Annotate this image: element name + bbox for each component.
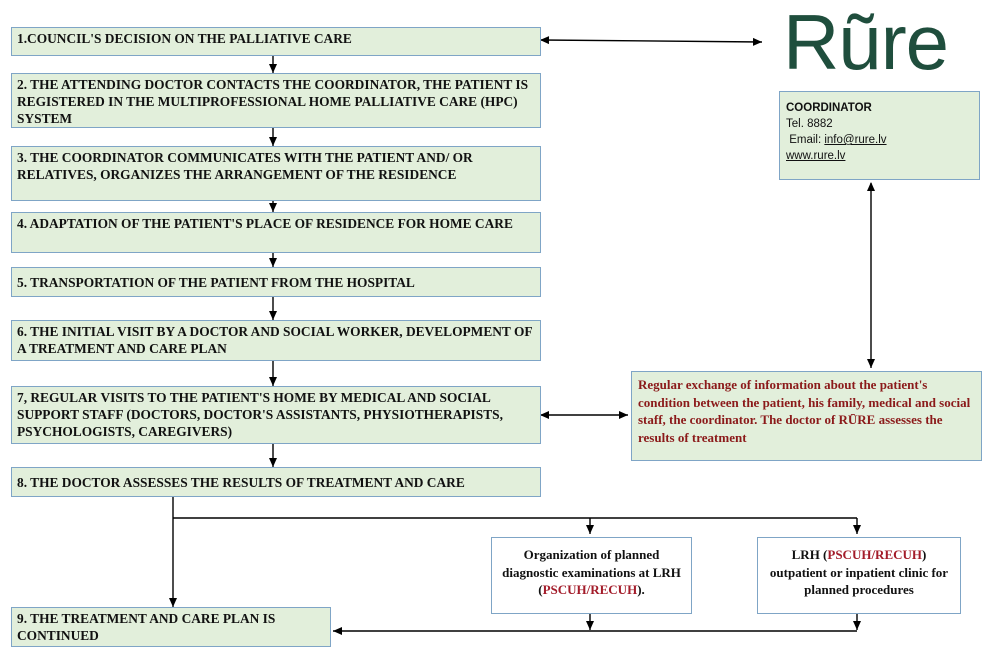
step-4-box: 4. ADAPTATION OF THE PATIENT'S PLACE OF … xyxy=(11,212,541,253)
outpatient-hospitals: PSCUH/RECUH xyxy=(827,547,923,562)
step-8-box: 8. THE DOCTOR ASSESSES THE RESULTS OF TR… xyxy=(11,467,541,497)
step-6-text: 6. THE INITIAL VISIT BY A DOCTOR AND SOC… xyxy=(17,324,533,356)
step-1-box: 1.COUNCIL'S DECISION ON THE PALLIATIVE C… xyxy=(11,27,541,56)
coordinator-email-row: Email: info@rure.lv xyxy=(786,132,973,148)
coordinator-tel: Tel. 8882 xyxy=(786,118,833,130)
step-3-box: 3. THE COORDINATOR COMMUNICATES WITH THE… xyxy=(11,146,541,201)
arrow-step1-logo xyxy=(540,36,763,46)
outpatient-clinic-box: LRH (PSCUH/RECUH) outpatient or inpatien… xyxy=(757,537,961,614)
step-7-box: 7, REGULAR VISITS TO THE PATIENT'S HOME … xyxy=(11,386,541,444)
coordinator-box: COORDINATOR Tel. 8882 Email: info@rure.l… xyxy=(779,91,980,180)
step-6-box: 6. THE INITIAL VISIT BY A DOCTOR AND SOC… xyxy=(11,320,541,361)
diagnostic-exams-box: Organization of planned diagnostic exami… xyxy=(491,537,692,614)
diagnostic-hospitals: PSCUH/RECUH xyxy=(542,582,638,597)
information-exchange-box: Regular exchange of information about th… xyxy=(631,371,982,461)
step-3-text: 3. THE COORDINATOR COMMUNICATES WITH THE… xyxy=(17,150,473,182)
outpatient-post: ) outpatient or inpatient clinic for pla… xyxy=(769,547,949,597)
diagnostic-pre: Organization of planned diagnostic exami… xyxy=(502,547,681,597)
step-2-text: 2. THE ATTENDING DOCTOR CONTACTS THE COO… xyxy=(17,77,529,126)
step-1-text: 1.COUNCIL'S DECISION ON THE PALLIATIVE C… xyxy=(17,31,352,46)
coordinator-title: COORDINATOR xyxy=(786,102,872,114)
information-exchange-text: Regular exchange of information about th… xyxy=(638,377,971,445)
step-5-box: 5. TRANSPORTATION OF THE PATIENT FROM TH… xyxy=(11,267,541,297)
step-5-text: 5. TRANSPORTATION OF THE PATIENT FROM TH… xyxy=(17,275,415,290)
email-link[interactable]: info@rure.lv xyxy=(824,134,887,146)
diagnostic-post: ). xyxy=(637,582,645,597)
email-label: Email: xyxy=(789,134,822,146)
step-9-box: 9. THE TREATMENT AND CARE PLAN IS CONTIN… xyxy=(11,607,331,647)
web-link[interactable]: www.rure.lv xyxy=(786,150,846,162)
step-8-text: 8. THE DOCTOR ASSESSES THE RESULTS OF TR… xyxy=(17,475,465,490)
step-9-text: 9. THE TREATMENT AND CARE PLAN IS CONTIN… xyxy=(17,611,276,643)
outpatient-pre: LRH ( xyxy=(791,547,828,562)
step-4-text: 4. ADAPTATION OF THE PATIENT'S PLACE OF … xyxy=(17,216,513,231)
rure-logo: Rũre xyxy=(783,0,949,86)
step-2-box: 2. THE ATTENDING DOCTOR CONTACTS THE COO… xyxy=(11,73,541,128)
step-7-text: 7, REGULAR VISITS TO THE PATIENT'S HOME … xyxy=(17,390,503,439)
